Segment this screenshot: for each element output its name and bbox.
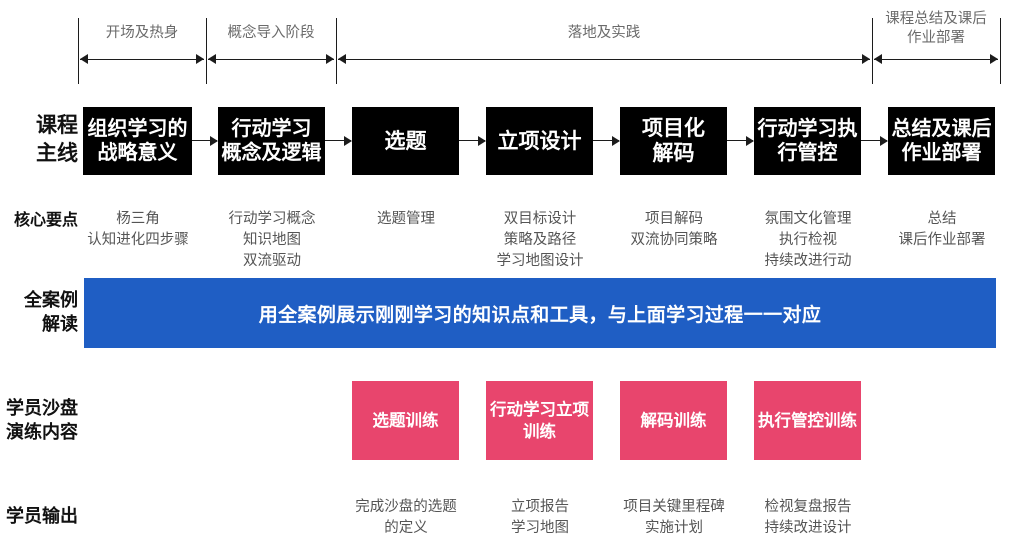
case-study-banner: 用全案例展示刚刚学习的知识点和工具，与上面学习过程一一对应 xyxy=(84,278,996,348)
phase-tick-5 xyxy=(1000,18,1001,84)
core-points-2: 行动学习概念 知识地图 双流驱动 xyxy=(228,211,316,270)
phase-caption-3: 落地及实践 xyxy=(567,25,641,41)
output-6: 检视复盘报告 持续改进设计 xyxy=(764,499,852,537)
phase-caption-1: 开场及热身 xyxy=(105,25,179,41)
phase-arrow-left-1 xyxy=(80,53,88,64)
row-label-case-study: 全案例 解读 xyxy=(24,290,78,335)
phase-caption-2: 概念导入阶段 xyxy=(227,25,315,41)
flow-arrow-3-4 xyxy=(459,135,486,146)
stage-box-3[interactable]: 选题 xyxy=(352,107,459,175)
flow-arrow-1-2 xyxy=(192,135,218,146)
phase-arrow-right-2 xyxy=(326,53,334,64)
sandbox-box-4[interactable]: 行动学习立项 训练 xyxy=(486,381,593,460)
flow-arrow-4-5 xyxy=(593,135,620,146)
phase-span-line-4 xyxy=(874,59,998,60)
core-points-6: 氛围文化管理 执行检视 持续改进行动 xyxy=(764,211,852,270)
phase-arrow-left-3 xyxy=(338,53,346,64)
row-label-sandbox: 学员沙盘 演练内容 xyxy=(6,398,78,443)
phase-arrow-right-4 xyxy=(990,53,998,64)
phase-arrow-left-2 xyxy=(208,53,216,64)
sandbox-box-5[interactable]: 解码训练 xyxy=(620,381,727,460)
phase-tick-2 xyxy=(206,18,207,84)
core-points-1: 杨三角 认知进化四步骤 xyxy=(87,211,189,249)
phase-arrow-right-3 xyxy=(862,53,870,64)
core-points-3: 选题管理 xyxy=(377,211,435,227)
stage-box-2[interactable]: 行动学习 概念及逻辑 xyxy=(218,107,325,175)
phase-arrow-right-1 xyxy=(196,53,204,64)
row-label-main-line: 课程 主线 xyxy=(36,113,78,165)
core-points-5: 项目解码 双流协同策略 xyxy=(630,211,718,249)
stage-box-6[interactable]: 行动学习执 行管控 xyxy=(754,107,861,175)
phase-span-line-2 xyxy=(208,59,334,60)
output-4: 立项报告 学习地图 xyxy=(511,499,569,537)
core-points-4: 双目标设计 策略及路径 学习地图设计 xyxy=(496,211,584,270)
sandbox-box-3[interactable]: 选题训练 xyxy=(352,381,459,460)
phase-tick-3 xyxy=(336,18,337,84)
flow-arrow-2-3 xyxy=(325,135,352,146)
phase-caption-4: 课程总结及课后 作业部署 xyxy=(885,11,987,46)
flow-arrow-6-7 xyxy=(861,135,888,146)
phase-tick-1 xyxy=(78,18,79,84)
phase-span-line-3 xyxy=(338,59,870,60)
phase-arrow-left-4 xyxy=(874,53,882,64)
phase-span-line-1 xyxy=(80,59,204,60)
output-3: 完成沙盘的选题 的定义 xyxy=(355,499,457,537)
stage-box-1[interactable]: 组织学习的 战略意义 xyxy=(83,107,192,175)
stage-box-5[interactable]: 项目化 解码 xyxy=(620,107,727,175)
phase-tick-4 xyxy=(872,18,873,84)
row-label-core-points: 核心要点 xyxy=(13,210,78,229)
stage-box-4[interactable]: 立项设计 xyxy=(486,107,593,175)
stage-box-7[interactable]: 总结及课后 作业部署 xyxy=(888,107,995,175)
flow-arrow-5-6 xyxy=(727,135,754,146)
sandbox-box-6[interactable]: 执行管控训练 xyxy=(754,381,861,460)
row-label-output: 学员输出 xyxy=(6,506,78,527)
output-5: 项目关键里程碑 实施计划 xyxy=(623,499,725,537)
core-points-7: 总结 课后作业部署 xyxy=(898,211,986,249)
